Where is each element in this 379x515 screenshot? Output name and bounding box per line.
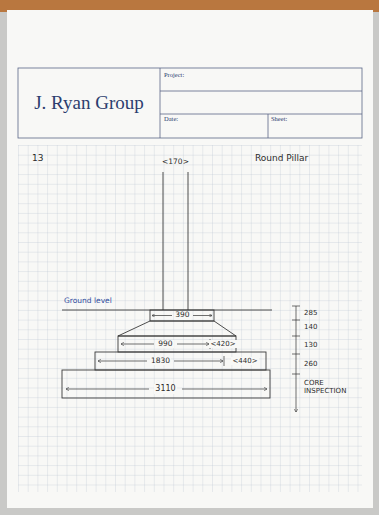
field-label: Date: — [164, 115, 178, 122]
dimension-tick — [224, 356, 225, 366]
field-label: Project: — [164, 71, 184, 78]
dimension-label: <420> — [209, 340, 236, 348]
paper-sheet — [7, 10, 373, 508]
footing-taper — [118, 321, 236, 336]
depth-label: 260 — [304, 360, 317, 368]
company-name: J. Ryan Group — [34, 92, 144, 114]
dimension-label: 390 — [174, 311, 190, 320]
title-block — [18, 68, 362, 138]
pillar-edge — [188, 172, 189, 310]
dimension-label: 1830 — [150, 357, 171, 366]
dimension-label: <170> — [162, 158, 189, 167]
grid-area — [18, 145, 362, 492]
sheet-number: 13 — [32, 153, 43, 163]
dimension-arrow — [174, 361, 223, 362]
dimension-arrow — [66, 389, 149, 390]
dimension-arrow — [98, 361, 147, 362]
dimension-label: <440> — [231, 357, 258, 365]
footing-cap — [150, 310, 214, 321]
dimension-tick — [292, 336, 300, 337]
dimension-arrow — [177, 344, 209, 345]
depth-label: 285 — [304, 309, 317, 317]
drawing-title: Round Pillar — [255, 153, 308, 163]
dimension-label: 990 — [157, 340, 173, 349]
pillar-edge — [163, 172, 164, 310]
depth-note: CORE INSPECTION — [304, 379, 360, 395]
title-block-border — [18, 68, 362, 138]
ground-level-note: Ground level — [64, 297, 112, 306]
pillar-section — [62, 172, 272, 398]
title-block-divider — [160, 68, 161, 138]
title-block-divider — [160, 91, 362, 92]
title-block-divider — [268, 114, 269, 138]
footing-step — [95, 352, 266, 370]
depth-label: 140 — [304, 323, 317, 331]
dimension-tick — [292, 306, 300, 307]
dimension-arrow — [182, 389, 267, 390]
footing-step — [118, 336, 236, 352]
dimension-arrow — [152, 315, 172, 316]
dimension-lines — [66, 306, 300, 412]
footing-base — [62, 370, 270, 398]
field-label: Sheet: — [271, 115, 287, 122]
dimension-tick — [292, 374, 300, 375]
dimension-arrow — [193, 315, 212, 316]
depth-dimension — [296, 306, 297, 412]
dimension-arrow — [121, 344, 154, 345]
dimension-tick — [292, 354, 300, 355]
title-block-divider — [160, 114, 362, 115]
depth-label: 130 — [304, 341, 317, 349]
dimension-label: 3110 — [154, 384, 176, 393]
dimension-tick — [292, 320, 300, 321]
